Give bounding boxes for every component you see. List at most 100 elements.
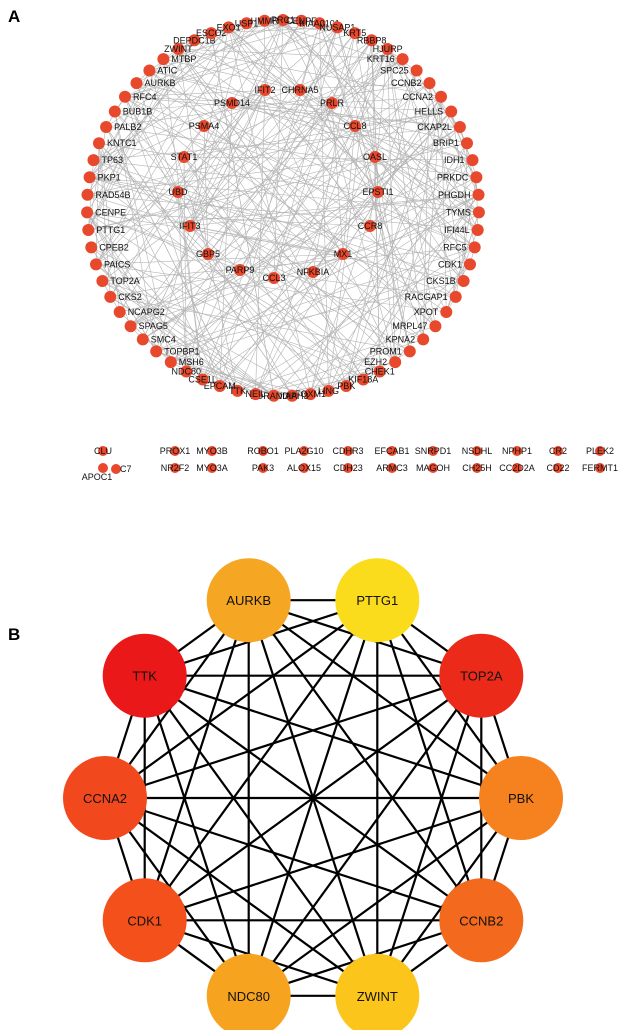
network-a-edge	[102, 280, 380, 372]
hub-label-ccnb2: CCNB2	[459, 913, 503, 928]
node-label-epsti1: EPSTI1	[362, 187, 393, 197]
node-label-hjurp: HJURP	[373, 44, 403, 54]
isolated-label-alox15: ALOX15	[287, 463, 321, 473]
network-a-edge	[264, 20, 301, 91]
node-hells	[445, 105, 458, 118]
node-label-paics: PAICS	[104, 259, 130, 269]
hub-label-top2a: TOP2A	[460, 669, 503, 684]
isolated-node-cc2d2a	[512, 463, 522, 473]
node-label-prlr: PRLR	[320, 98, 345, 108]
node-hmmr	[258, 14, 271, 27]
network-a-edge	[170, 156, 376, 363]
network-a-edge	[93, 159, 314, 273]
network-a-edge	[342, 125, 356, 255]
network-a-edge	[369, 126, 461, 227]
node-cks1b	[457, 275, 470, 287]
network-a: PRC1CENPFKIAA0101NUSAP1KRT5RBBP8HJURPKRT…	[81, 14, 485, 402]
network-a-edge	[312, 271, 347, 387]
network-a-edge	[124, 96, 191, 227]
network-a-edge	[369, 159, 473, 227]
node-tyms	[472, 206, 485, 219]
isolated-node-apoc1	[98, 463, 108, 473]
node-neil	[249, 388, 262, 401]
network-a-edge	[87, 156, 376, 196]
network-a-edge	[189, 225, 241, 271]
network-a-edge	[124, 96, 452, 112]
isolated-node-robo1	[258, 446, 268, 456]
node-label-rfc4: RFC4	[133, 92, 157, 102]
isolated-node-clu	[98, 446, 108, 456]
node-label-ezh2: EZH2	[364, 357, 387, 367]
network-a-edge	[374, 156, 471, 265]
network-a-edge	[124, 96, 293, 396]
network-a-nodes: PRC1CENPFKIAA0101NUSAP1KRT5RBBP8HJURPKRT…	[81, 14, 485, 402]
node-label-bub1b: BUB1B	[123, 107, 153, 117]
network-a-edge	[102, 156, 185, 282]
isolated-label-pak3: PAK3	[252, 463, 274, 473]
isolated-label-robo1: ROBO1	[247, 446, 279, 456]
network-a-edge	[246, 23, 379, 193]
network-a-edge	[183, 125, 205, 158]
network-a-edge	[354, 33, 376, 158]
isolated-node-pla2g10	[299, 446, 309, 456]
node-oasl	[369, 151, 381, 163]
network-a-edge	[106, 82, 430, 128]
network-b-edge	[104, 674, 482, 800]
network-b-edge	[104, 796, 482, 922]
network-a-edge	[387, 48, 477, 178]
node-label-pttg1: PTTG1	[96, 225, 125, 235]
node-label-msh6: MSH6	[179, 357, 204, 367]
network-a-edge	[89, 177, 471, 265]
network-a-edge	[342, 96, 442, 255]
network-a-edge	[219, 253, 344, 387]
network-a-edge	[136, 82, 379, 193]
network-a-edge	[189, 225, 344, 255]
network-b-edge	[143, 675, 250, 997]
network-a-edge	[89, 177, 344, 255]
network-a-edge	[124, 96, 460, 128]
node-label-ttk: TTK	[229, 386, 246, 396]
network-b-edge	[144, 674, 522, 800]
network-a-edge	[142, 191, 379, 340]
node-label-aurkb: AURKB	[145, 78, 176, 88]
isolated-label-fermt1: FERMT1	[582, 463, 618, 473]
network-a-edge	[163, 59, 203, 380]
node-paics	[90, 258, 102, 271]
node-label-kif18a: KIF18A	[348, 375, 378, 385]
network-a-edge	[178, 48, 442, 98]
network-a-edge	[211, 32, 478, 231]
network-a-edge	[202, 194, 479, 380]
network-a-edge	[95, 58, 403, 265]
node-label-ifit3: IFIT3	[179, 221, 200, 231]
network-a-edge	[102, 58, 403, 282]
node-spag5	[124, 320, 137, 333]
node-nusap1	[331, 21, 344, 34]
isolated-node-cd22	[553, 463, 563, 473]
network-a-edge	[114, 111, 179, 193]
network-a-edge	[178, 48, 364, 380]
isolated-label-apoc1: APOC1	[82, 472, 113, 482]
network-a-edge	[98, 143, 111, 297]
network-a-edge	[228, 27, 311, 395]
network-a-edge	[149, 70, 371, 227]
isolated-label-cdh23: CDH23	[333, 463, 363, 473]
network-a-edge	[105, 126, 238, 392]
network-b-edge	[144, 674, 482, 922]
isolated-node-prox1	[170, 446, 180, 456]
network-a-edge	[345, 194, 479, 387]
network-a-edge	[231, 102, 477, 178]
node-ling	[322, 384, 335, 397]
node-label-ncapg2: NCAPG2	[128, 307, 165, 317]
node-label-chrna5: CHRNA5	[281, 85, 318, 95]
network-a-edge	[202, 27, 338, 380]
node-epsti1	[372, 186, 384, 198]
isolated-label-cdhr3: CDHR3	[332, 446, 363, 456]
network-a-edge	[255, 361, 396, 395]
network-a-edge	[312, 33, 356, 273]
node-bub1b	[108, 105, 121, 118]
network-b-edge	[143, 675, 379, 997]
node-label-cenpf: CENPF	[286, 16, 317, 26]
panel-a-letter: A	[8, 7, 20, 26]
